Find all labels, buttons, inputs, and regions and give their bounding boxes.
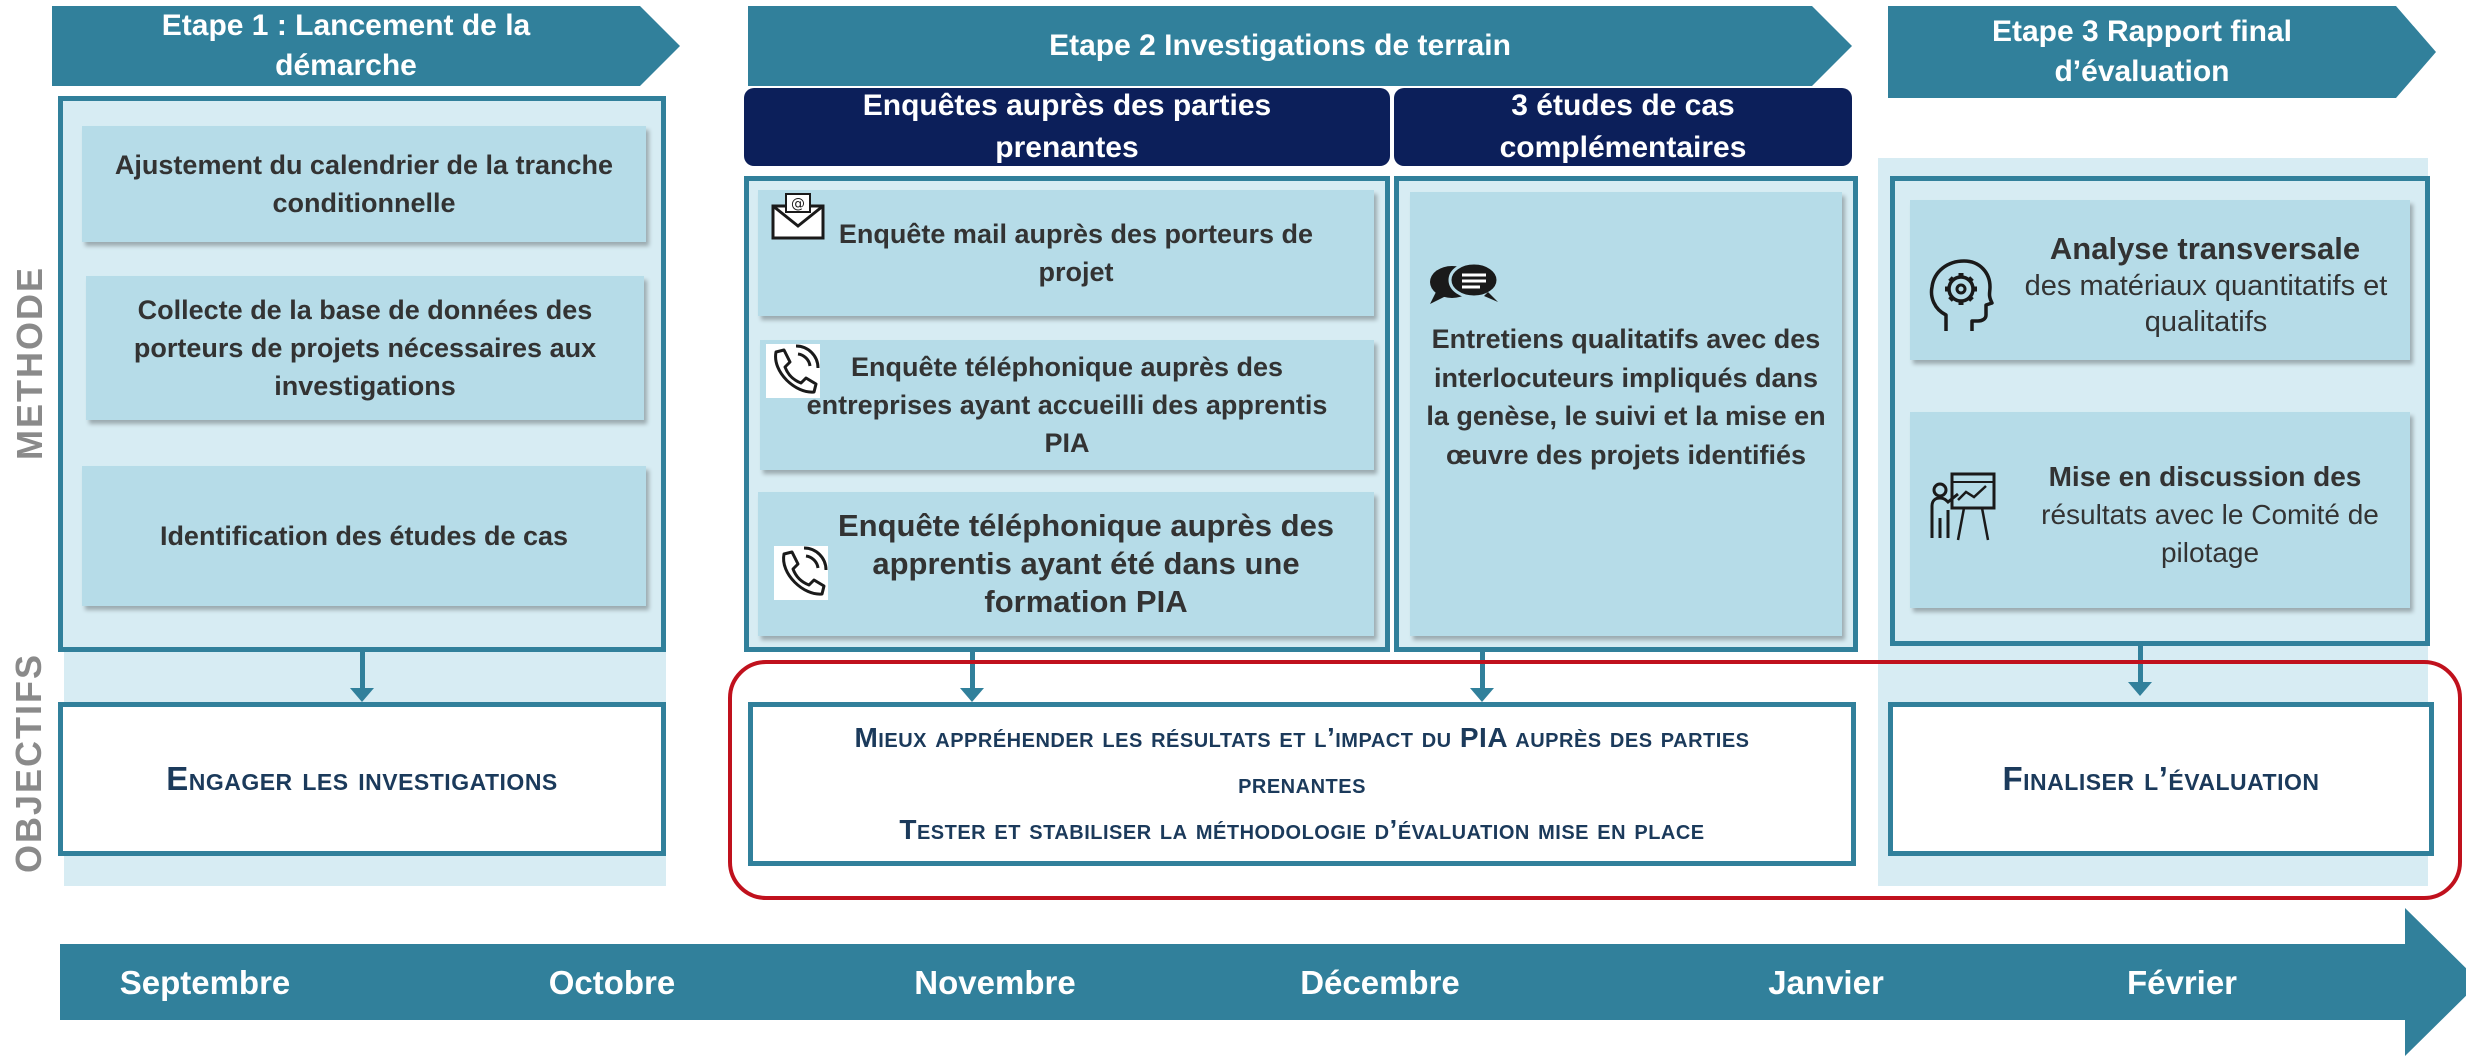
connector-stage-1-head — [350, 688, 374, 702]
connector-case-studies-head — [1470, 688, 1494, 702]
analysis-description: des matériaux quantitatifs et qualitatif… — [2024, 270, 2388, 338]
objective-engage: Engager les investigations — [58, 702, 666, 856]
survey-card-mail: Enquête mail auprès des porteurs de proj… — [758, 190, 1374, 316]
survey-card-companies: Enquête téléphonique auprès des entrepri… — [760, 340, 1374, 470]
timeline-month-fevrier: Février — [2126, 964, 2238, 1001]
svg-text:@: @ — [791, 196, 805, 212]
stage-2-header: Etape 2 Investigations de terrain — [748, 6, 1852, 86]
objective-finalize-label: Finaliser l’évaluation — [2002, 760, 2320, 797]
objective-engage-label: Engager les investigations — [166, 760, 558, 797]
objective-understand-line-2: Tester et stabiliser la méthodologie d’é… — [899, 814, 1705, 845]
timeline-month-decembre: Décembre — [1300, 964, 1460, 1001]
stage-1-card-calendar: Ajustement du calendrier de la tranche c… — [82, 126, 646, 242]
case-studies-subheader-label: 3 études de cas complémentaires — [1499, 89, 1747, 164]
analysis-card — [1910, 200, 2410, 360]
connector-stage-3-head — [2128, 682, 2152, 696]
discussion-description: résultats avec le Comité de pilotage — [2041, 499, 2379, 568]
objective-understand: Mieux appréhender les résultats et l’imp… — [748, 702, 1856, 866]
survey-card-apprentices-label: Enquête téléphonique auprès des apprenti… — [837, 508, 1335, 619]
head-gear-icon — [1926, 258, 1996, 334]
chat-bubble-icon — [1426, 258, 1506, 308]
stage-2-title: Etape 2 Investigations de terrain — [1049, 29, 1511, 62]
connector-surveys-head — [960, 688, 984, 702]
connector-stage-1 — [360, 652, 365, 698]
surveys-subheader: Enquêtes auprès des parties prenantes — [744, 88, 1390, 166]
method-section-label: METHODE — [9, 266, 50, 460]
objective-finalize: Finaliser l’évaluation — [1888, 702, 2434, 856]
presenter-board-icon — [1924, 468, 2000, 544]
survey-card-companies-label: Enquête téléphonique auprès des entrepri… — [806, 352, 1328, 458]
phone-icon — [774, 546, 828, 600]
survey-card-mail-label: Enquête mail auprès des porteurs de proj… — [838, 219, 1314, 287]
analysis-title: Analyse transversale — [2049, 231, 2361, 266]
surveys-subheader-label: Enquêtes auprès des parties prenantes — [862, 89, 1272, 164]
objective-understand-line-1: Mieux appréhender les résultats et l’imp… — [854, 722, 1750, 799]
connector-case-studies — [1480, 652, 1485, 698]
stage-1-title: Etape 1 : Lancement de la démarche — [161, 9, 531, 82]
discussion-card — [1910, 412, 2410, 608]
objectives-section-label: OBJECTIFS — [8, 652, 49, 874]
stage-3-title: Etape 3 Rapport final d’évaluation — [1991, 15, 2293, 88]
stage-1-header: Etape 1 : Lancement de la démarche — [52, 6, 680, 86]
phone-icon — [764, 344, 822, 398]
stage-3-header: Etape 3 Rapport final d’évaluation — [1888, 6, 2436, 98]
discussion-title: Mise en discussion des — [2048, 461, 2362, 492]
stage-1-card-database: Collecte de la base de données des porte… — [86, 276, 644, 420]
connector-surveys — [970, 652, 975, 698]
mail-icon: @ — [770, 192, 828, 242]
timeline-month-novembre: Novembre — [914, 964, 1076, 1001]
highlight-oval — [728, 660, 2462, 900]
case-studies-subheader: 3 études de cas complémentaires — [1394, 88, 1852, 166]
stage-1-card-case-studies: Identification des études de cas — [82, 466, 646, 606]
survey-card-apprentices: Enquête téléphonique auprès des apprenti… — [758, 492, 1374, 636]
case-study-text: Entretiens qualitatifs avec des interloc… — [1426, 324, 1826, 470]
timeline-month-septembre: Septembre — [119, 964, 291, 1001]
connector-stage-3 — [2138, 646, 2143, 692]
timeline-month-octobre: Octobre — [548, 964, 676, 1001]
timeline-month-janvier: Janvier — [1768, 964, 1884, 1001]
